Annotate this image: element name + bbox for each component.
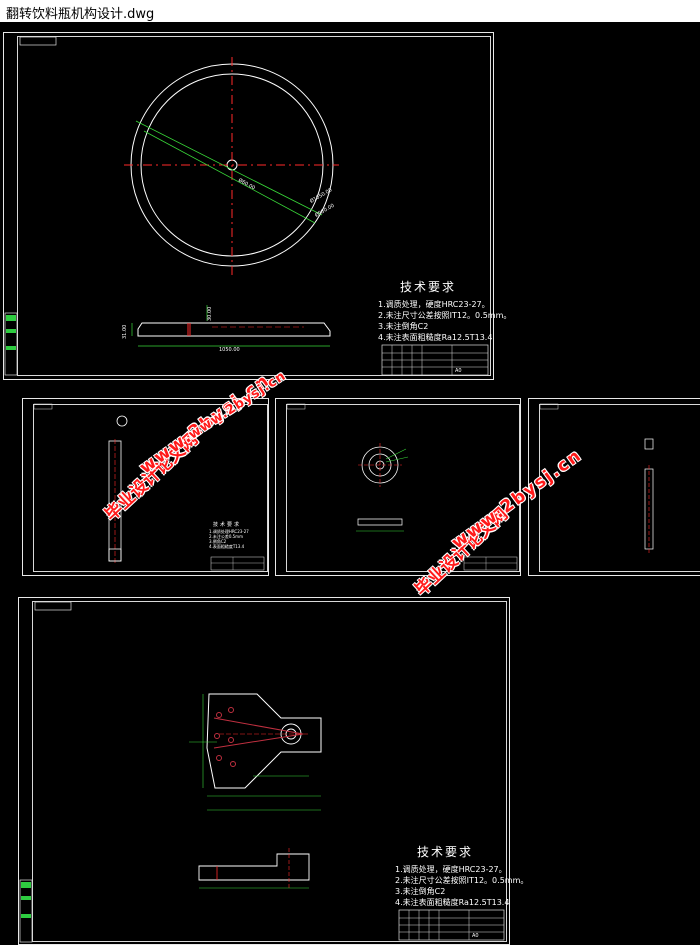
sheet-3-drawing xyxy=(286,403,518,571)
dim-slot-depth: 30.00 xyxy=(207,307,213,321)
sheet-5-tech-requirements: 技术要求 1.调质处理，硬度HRC23-27。 2.未注尺寸公差按照IT12。0… xyxy=(395,845,529,907)
drawing-sheet-1[interactable]: Ø60.00 Ø1050.00 Ø950.00 1050.00 31.00 30… xyxy=(3,32,511,380)
sheet-1-tech-requirements: 技术要求 1.调质处理，硬度HRC23-27。 2.未注尺寸公差按照IT12。0… xyxy=(378,280,512,342)
sheet-5-scale: A0 xyxy=(472,933,479,939)
sheet-3-frame xyxy=(286,404,520,572)
tech-heading: 技术要求 xyxy=(417,845,474,859)
tech-heading: 技术要求 xyxy=(400,280,457,294)
dim-plate-length: 1050.00 xyxy=(219,347,240,353)
sheet-1-drawing: Ø60.00 Ø1050.00 Ø950.00 1050.00 31.00 30… xyxy=(4,36,489,376)
sheet-2-tech-requirements: 技术要求 1.调质处理HRC23-27 2.未注公差0.5mm 3.倒角C2 4… xyxy=(209,522,249,549)
dim-center-hole: Ø60.00 xyxy=(237,177,256,192)
window-titlebar: 翻转饮料瓶机构设计.dwg xyxy=(0,0,700,23)
dim-plate-height: 31.00 xyxy=(122,325,128,339)
sheet-2-drawing xyxy=(33,403,265,571)
dim-outer-diameter: Ø1050.00 xyxy=(309,186,334,204)
drawing-sheet-5[interactable]: A0 技术要求 1.调质处理，硬度HRC23-27。 2.未注尺寸公差按照IT1… xyxy=(18,597,528,945)
cad-canvas[interactable]: Ø60.00 Ø1050.00 Ø950.00 1050.00 31.00 30… xyxy=(0,22,700,945)
window-title: 翻转饮料瓶机构设计.dwg xyxy=(6,7,155,22)
sheet-4-drawing xyxy=(539,403,654,555)
sheet-2-frame xyxy=(33,404,268,572)
sheet-5-drawing: A0 xyxy=(19,601,505,943)
drawing-sheet-4[interactable] xyxy=(528,398,700,576)
sheet-1-scale: A0 xyxy=(455,368,462,374)
drawing-sheet-2[interactable]: 技术要求 1.调质处理HRC23-27 2.未注公差0.5mm 3.倒角C2 4… xyxy=(22,398,269,576)
sheet-4-frame xyxy=(539,404,700,572)
drawing-sheet-3[interactable] xyxy=(275,398,521,576)
sheet-1-frame xyxy=(17,36,491,376)
